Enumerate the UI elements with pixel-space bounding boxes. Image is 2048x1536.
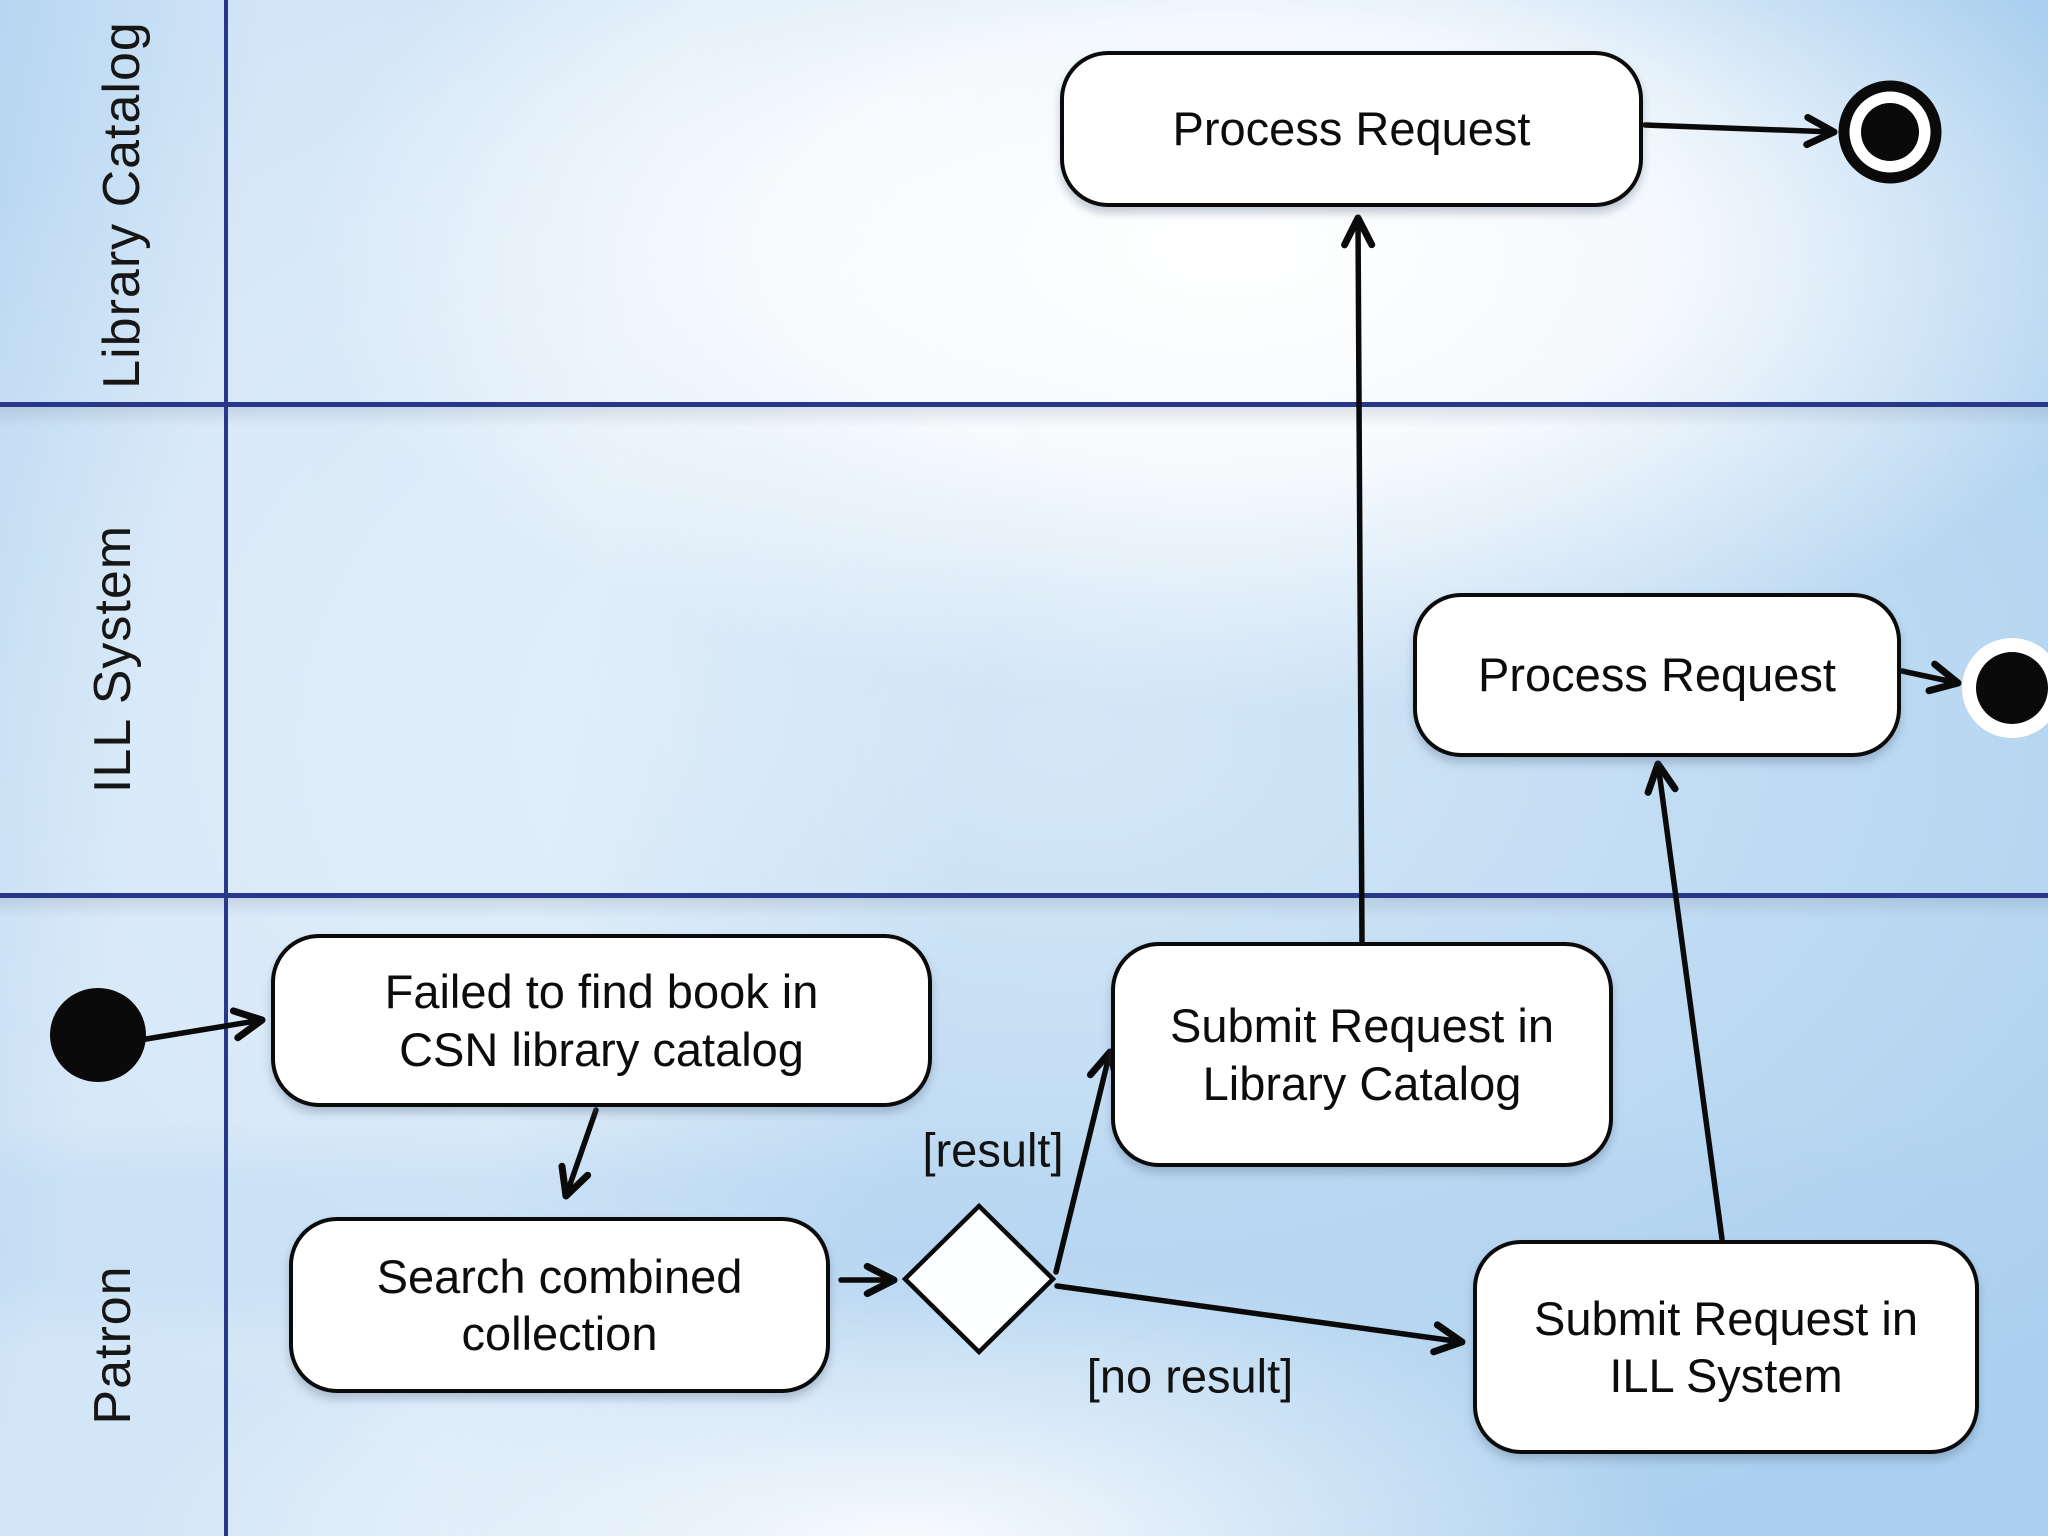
- edge-failed-to-search: [563, 1107, 599, 1199]
- lane-divider-shadow-1: [0, 407, 2048, 427]
- guard-result: [result]: [922, 1123, 1064, 1177]
- node-label-line1: Search combined: [376, 1249, 743, 1303]
- edge-initial-to-failed: [137, 1017, 265, 1043]
- node-label-line1: Failed to find book in: [384, 965, 819, 1019]
- edge-process-ill-to-final-head: [1925, 660, 1962, 695]
- node-label-line2: CSN library catalog: [399, 1022, 804, 1076]
- initial-node: [50, 988, 146, 1082]
- node-label-line1: Submit Request in: [1533, 1291, 1919, 1345]
- final-node-ill: [1962, 638, 2048, 738]
- node-label-line2: ILL System: [1609, 1349, 1843, 1402]
- edge-submit-ill-to-process-ill: [1655, 761, 1725, 1242]
- lane-divider-library-ill: [0, 402, 2048, 407]
- node-label-line2: Library Catalog: [1202, 1056, 1522, 1110]
- edge-decision-to-submit-ill-head: [1430, 1321, 1466, 1356]
- node-label-line2: collection: [461, 1307, 658, 1360]
- edge-search-to-decision-head: [863, 1262, 898, 1298]
- edge-submit-library-to-process-library-head: [1341, 214, 1376, 249]
- node-process-request-ill: Process Request: [1413, 593, 1901, 757]
- lane-divider-ill-patron: [0, 893, 2048, 898]
- decision-diamond: [901, 1202, 1057, 1356]
- edge-process-ill-to-final: [1899, 668, 1961, 686]
- edge-submit-ill-to-process-ill-head: [1644, 760, 1679, 796]
- node-submit-request-ill: Submit Request in ILL System: [1473, 1240, 1979, 1454]
- edge-failed-to-search-head: [558, 1162, 592, 1200]
- lane-divider-shadow-2: [0, 898, 2048, 918]
- node-search-combined-collection: Search combined collection: [289, 1217, 830, 1393]
- node-failed-to-find-book: Failed to find book in CSN library catal…: [271, 934, 932, 1107]
- lane-label-separator: [224, 0, 228, 1536]
- edge-decision-to-submit-library: [1053, 1049, 1113, 1275]
- edge-initial-to-failed-head: [229, 1007, 266, 1042]
- node-submit-request-library: Submit Request in Library Catalog: [1111, 942, 1613, 1167]
- node-process-request-library: Process Request: [1060, 51, 1643, 207]
- edge-process-library-to-final: [1642, 122, 1837, 135]
- final-node-library: [1838, 80, 1942, 184]
- node-label: Process Request: [1172, 102, 1531, 156]
- edge-submit-library-to-process-library: [1355, 215, 1365, 947]
- edge-process-library-to-final-head: [1803, 113, 1838, 149]
- guard-no-result: [no result]: [1086, 1349, 1294, 1403]
- node-label: Process Request: [1478, 648, 1836, 702]
- node-label-line1: Submit Request in: [1169, 999, 1555, 1053]
- edge-decision-to-submit-ill: [1054, 1283, 1465, 1345]
